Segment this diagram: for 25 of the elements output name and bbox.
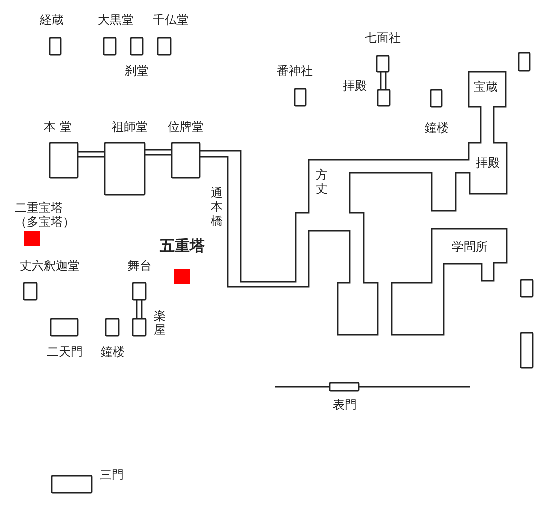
building-label: 方丈 [316,168,329,196]
building-label: 位牌堂 [168,120,204,134]
building-label: 祖師堂 [112,120,148,134]
building-label: 舞台 [128,259,152,273]
building-label: 五重塔 [160,238,205,255]
building-label: 鐘楼 [425,121,449,135]
building-label: 拝殿 [343,79,367,93]
building-label: 拝殿 [476,156,500,170]
building-label: 二重宝塔（多宝塔） [15,201,76,229]
building-label: 大黒堂 [98,13,134,27]
building-label: 表門 [333,398,357,412]
building-label: 七面社 [365,31,401,45]
building-label: 二天門 [47,345,83,359]
building-label: 楽屋 [154,309,167,337]
building-label: 経蔵 [40,13,64,27]
building-label: 学問所 [452,240,488,254]
building-label: 三門 [100,468,124,482]
building-label: 通本橋 [211,186,224,228]
building-label: 千仏堂 [153,13,189,27]
building-label: 本 堂 [44,120,72,134]
building-label: 丈六釈迦堂 [20,259,80,273]
building-label: 鐘楼 [101,345,125,359]
building-label: 刹堂 [125,64,149,78]
building-label: 番神社 [277,64,313,78]
building-label: 宝蔵 [474,80,498,94]
